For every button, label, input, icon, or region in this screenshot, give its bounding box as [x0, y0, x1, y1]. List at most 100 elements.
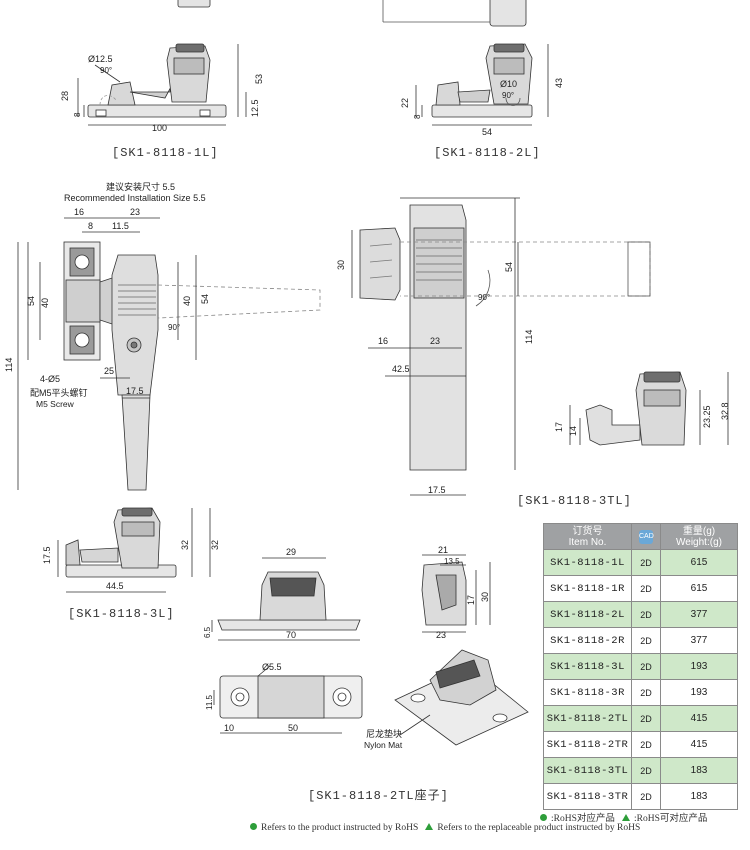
cad-2d-link[interactable]: 2D	[631, 601, 661, 628]
svg-text:54: 54	[26, 296, 36, 306]
handle-fragment-2	[489, 0, 527, 27]
svg-text:32: 32	[210, 540, 220, 550]
header-cad: CAD	[631, 523, 661, 550]
svg-text:114: 114	[524, 330, 534, 344]
svg-text:8: 8	[73, 112, 82, 117]
svg-text:16: 16	[378, 336, 388, 346]
svg-text:11.5: 11.5	[205, 694, 214, 710]
svg-text:54: 54	[482, 127, 492, 137]
rohs-dot-icon	[250, 823, 257, 830]
svg-text:6.5: 6.5	[203, 626, 212, 638]
cad-2d-link[interactable]: 2D	[631, 679, 661, 706]
svg-text:90°: 90°	[478, 293, 490, 302]
caption-2tl-seat: [SK1-8118-2TL座子]	[308, 789, 449, 803]
svg-text:42.5: 42.5	[392, 364, 410, 374]
svg-text:尼龙垫块: 尼龙垫块	[366, 728, 402, 739]
svg-text:100: 100	[152, 123, 167, 133]
svg-text:90°: 90°	[100, 66, 112, 75]
svg-text:配M5平头螺钉: 配M5平头螺钉	[30, 388, 88, 398]
svg-text:M5 Screw: M5 Screw	[36, 399, 75, 409]
svg-text:40: 40	[182, 296, 192, 306]
svg-text:Recommended Installation Size: Recommended Installation Size 5.5	[64, 193, 206, 203]
drawing-3l-top: 建议安装尺寸 5.5 Recommended Installation Size…	[4, 181, 321, 491]
drawing-1l: Ø12.5 90° 28 8 100 12.5 53	[60, 43, 264, 133]
cad-2d-link[interactable]: 2D	[631, 705, 661, 732]
svg-text:23.25: 23.25	[702, 405, 712, 428]
svg-text:43: 43	[554, 78, 564, 88]
svg-text:30: 30	[480, 592, 490, 602]
svg-text:8: 8	[413, 114, 422, 119]
cad-2d-link[interactable]: 2D	[631, 627, 661, 654]
svg-text:44.5: 44.5	[106, 581, 124, 591]
svg-text:25: 25	[104, 366, 114, 376]
drawing-3l-side: 17.5 32 32 44.5	[42, 507, 220, 593]
svg-text:12.5: 12.5	[250, 99, 260, 117]
svg-text:22: 22	[400, 98, 410, 108]
svg-text:40: 40	[40, 298, 50, 308]
cad-2d-link[interactable]: 2D	[631, 783, 661, 810]
cad-2d-link[interactable]: 2D	[631, 731, 661, 758]
cad-icon: CAD	[639, 529, 654, 544]
rohs-triangle-icon	[622, 814, 630, 821]
handle-fragment-1	[177, 0, 211, 8]
cad-2d-link[interactable]: 2D	[631, 757, 661, 784]
svg-text:建议安装尺寸 5.5: 建议安装尺寸 5.5	[106, 181, 175, 192]
svg-text:13.5: 13.5	[444, 557, 460, 566]
svg-text:Ø10: Ø10	[500, 79, 517, 89]
caption-1l: [SK1-8118-1L]	[112, 146, 219, 160]
svg-text:23: 23	[436, 630, 446, 640]
legend-rohs-cn: :RoHS对应产品 :RoHS可对应产品	[540, 810, 707, 824]
caption-2l: [SK1-8118-2L]	[434, 146, 541, 160]
svg-text:21: 21	[438, 545, 448, 555]
svg-text:23: 23	[130, 207, 140, 217]
caption-3tl: [SK1-8118-3TL]	[517, 494, 632, 508]
rohs-dot-icon	[540, 814, 547, 821]
svg-text:17.5: 17.5	[42, 546, 52, 564]
svg-text:17.5: 17.5	[126, 386, 144, 396]
svg-text:54: 54	[200, 294, 210, 304]
svg-text:Nylon Mat: Nylon Mat	[364, 740, 403, 750]
svg-text:90°: 90°	[168, 323, 180, 332]
svg-text:Ø12.5: Ø12.5	[88, 54, 113, 64]
svg-text:14: 14	[568, 426, 578, 436]
svg-text:11.5: 11.5	[112, 221, 129, 231]
svg-text:28: 28	[60, 91, 70, 101]
svg-text:Ø5.5: Ø5.5	[262, 662, 282, 672]
svg-text:50: 50	[288, 723, 298, 733]
svg-text:54: 54	[504, 262, 514, 272]
svg-text:32: 32	[180, 540, 190, 550]
svg-text:10: 10	[224, 723, 234, 733]
svg-text:53: 53	[254, 74, 264, 84]
cad-2d-link[interactable]: 2D	[631, 549, 661, 576]
drawing-2tl-seat: 29 6.5 70 21 13.5 17 30 23 Ø5.5 11.5 10 …	[203, 545, 529, 750]
cad-2d-link[interactable]: 2D	[631, 575, 661, 602]
svg-text:30: 30	[336, 260, 346, 270]
rohs-triangle-icon	[425, 823, 434, 830]
caption-3l: [SK1-8118-3L]	[68, 607, 175, 621]
svg-text:8: 8	[88, 221, 93, 231]
svg-text:32.8: 32.8	[720, 402, 730, 420]
svg-text:17: 17	[466, 595, 476, 605]
svg-text:16: 16	[74, 207, 84, 217]
svg-text:17: 17	[554, 422, 564, 432]
svg-text:29: 29	[286, 547, 296, 557]
svg-text:23: 23	[430, 336, 440, 346]
cad-2d-link[interactable]: 2D	[631, 653, 661, 680]
svg-text:4-Ø5: 4-Ø5	[40, 374, 60, 384]
legend-rohs-en: Refers to the product instructed by RoHS…	[250, 823, 640, 833]
svg-text:70: 70	[286, 630, 296, 640]
drawing-2l: Ø10 90° 22 8 54 43	[400, 43, 564, 137]
